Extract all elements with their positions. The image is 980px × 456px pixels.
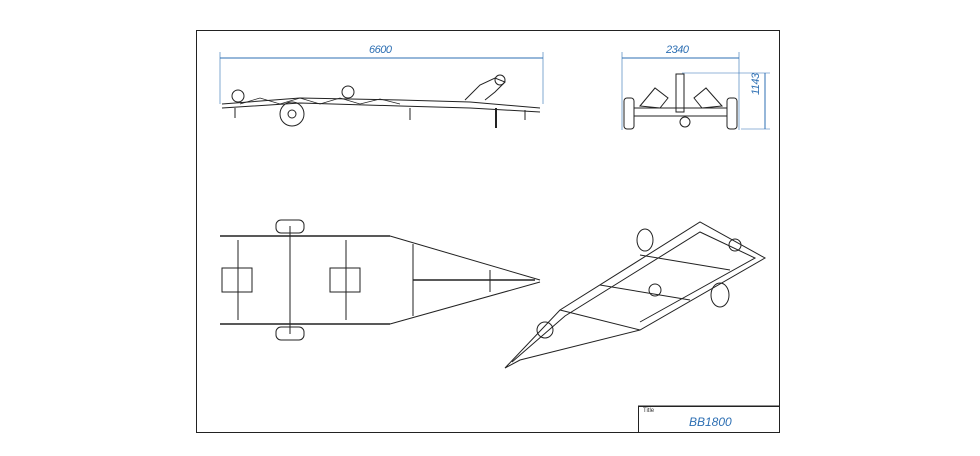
- rear-view: [621, 52, 770, 130]
- title-label: Title: [643, 408, 655, 414]
- height-dimension: 1143: [750, 73, 762, 95]
- isometric-view: [504, 221, 767, 369]
- title-value: BB1800: [689, 415, 732, 429]
- length-dimension: 6600: [369, 44, 392, 56]
- wheel-icon: [710, 282, 730, 308]
- drawing-frame: [196, 30, 780, 433]
- side-view: [219, 52, 544, 128]
- title-block: Title BB1800: [638, 406, 779, 433]
- width-dimension: 2340: [666, 44, 689, 56]
- wheel-icon: [279, 101, 305, 127]
- top-view: [220, 219, 541, 341]
